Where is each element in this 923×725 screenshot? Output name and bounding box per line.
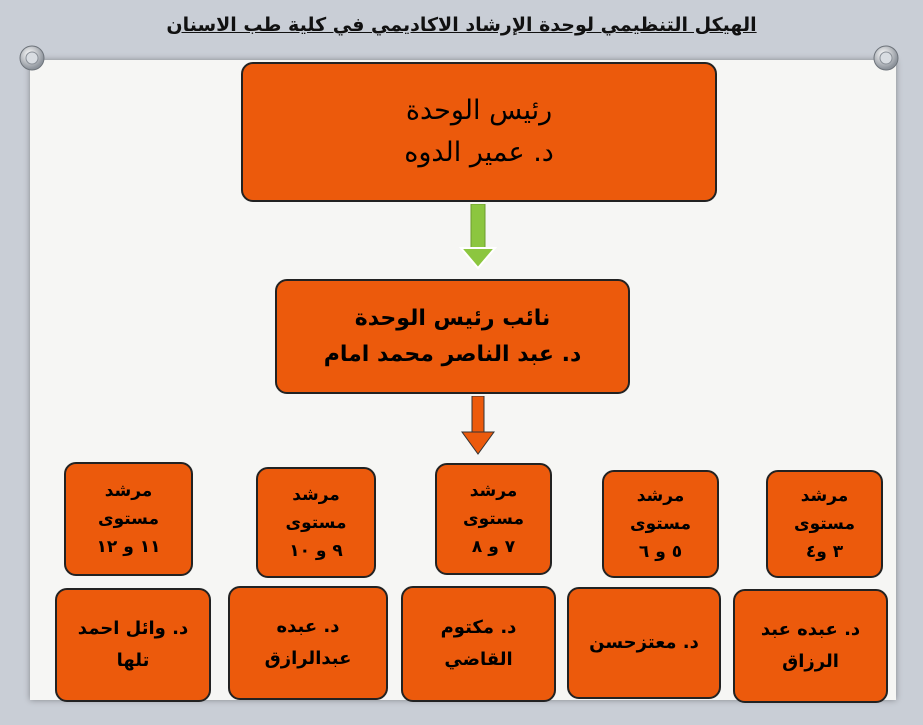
level-box: مرشد مستوى ٧ و ٨ — [435, 463, 552, 575]
level-box: مرشد مستوى ٥ و ٦ — [602, 470, 719, 578]
level-box: مرشد مستوى ١١ و ١٢ — [64, 462, 193, 576]
deputy-head-role: نائب رئيس الوحدة — [354, 305, 551, 331]
advisor-box: د. عبده عبد الرزاق — [733, 589, 888, 703]
level-box: مرشد مستوى ٩ و ١٠ — [256, 467, 376, 578]
advisor-box: د. وائل احمد تلها — [55, 588, 211, 702]
advisor-box: د. مكتوم القاضي — [401, 586, 556, 702]
advisor-box: د. عبده عبدالرازق — [228, 586, 388, 700]
pushpin-icon — [873, 45, 899, 71]
unit-head-name: د. عمير الدوه — [404, 137, 554, 168]
down-arrow-icon — [459, 204, 497, 270]
unit-head-role: رئيس الوحدة — [405, 95, 553, 126]
pushpin-icon — [19, 45, 45, 71]
advisor-box: د. معتزحسن — [567, 587, 721, 699]
level-box: مرشد مستوى ٣ و٤ — [766, 470, 883, 578]
deputy-head-name: د. عبد الناصر محمد امام — [323, 341, 582, 367]
down-arrow-icon — [461, 396, 495, 455]
deputy-head-box: نائب رئيس الوحدة د. عبد الناصر محمد امام — [275, 279, 630, 394]
page-title: الهيكل التنظيمي لوحدة الإرشاد الاكاديمي … — [166, 14, 757, 36]
unit-head-box: رئيس الوحدة د. عمير الدوه — [241, 62, 717, 202]
